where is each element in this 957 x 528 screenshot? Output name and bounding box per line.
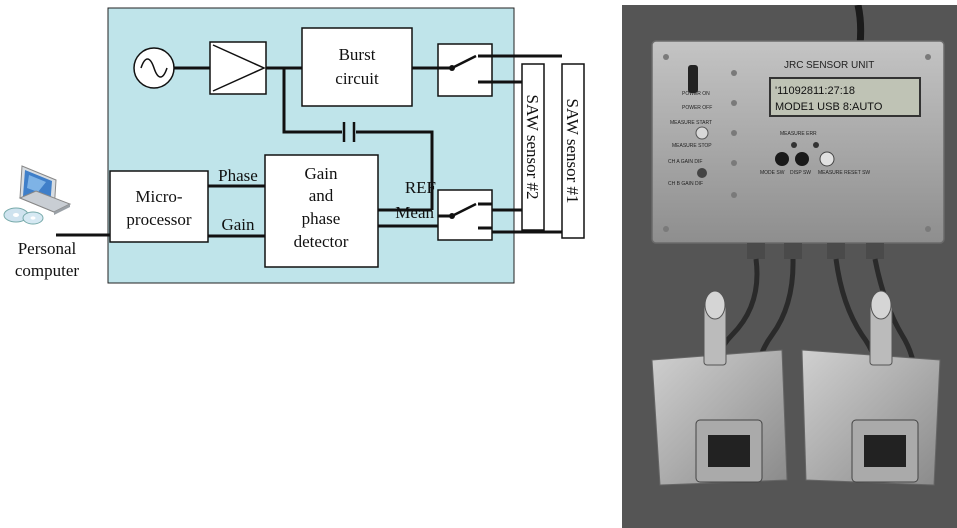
oscillator-icon [134,48,174,88]
microprocessor-label-line1: Micro- [135,187,183,206]
tx-switch-icon [438,44,492,96]
disp-sw-label: DISP SW [790,170,811,176]
measure-start-label: MEASURE START [670,120,712,126]
block-diagram: Burst circuit SAW sensor #2 SAW sensor #… [0,0,620,300]
ref-label: REF [405,178,436,197]
measure-stop-label: MEASURE STOP [672,143,712,149]
amplifier-icon [210,42,266,94]
saw-sensor-2-label: SAW sensor #2 [523,94,542,199]
burst-label-line1: Burst [339,45,376,64]
reset-sw-label: MEASURE RESET SW [818,170,870,176]
disp-button[interactable] [795,152,809,166]
rx-switch-icon [438,190,492,240]
lcd-line-2: MODE1 USB 8:AUTO [775,101,883,113]
measure-err-label: MEASURE ERR [780,131,817,137]
ch-b-label: CH B GAIN DIF [668,181,703,187]
gain-label: Gain [221,215,255,234]
sensor-unit-photo: JRC SENSOR UNIT '11092811:27:18 MODE1 US… [622,5,957,528]
measure-led [791,142,797,148]
mode-button[interactable] [775,152,789,166]
power-off-label: POWER OFF [682,105,712,111]
mode-sw-label: MODE SW [760,170,785,176]
computer-label-line2: computer [15,261,80,280]
lcd-line-1: '11092811:27:18 [775,85,855,97]
device-title: SENSOR UNIT [806,60,874,71]
saw-sensor-1-label: SAW sensor #1 [563,98,582,203]
ch-a-label: CH A GAIN DIF [668,159,702,165]
detector-label-line2: and [309,186,334,205]
measure-button[interactable] [696,127,708,139]
mean-label: Mean [395,203,434,222]
burst-circuit-block [302,28,412,106]
detector-label-line1: Gain [304,164,338,183]
power-toggle-switch[interactable] [688,65,698,93]
usb-cable [858,5,861,45]
laptop-icon [20,166,70,215]
microprocessor-label-line2: processor [126,210,191,229]
detector-label-line4: detector [294,232,349,251]
phase-label: Phase [218,166,258,185]
computer-label-line1: Personal [18,239,77,258]
detector-label-line3: phase [302,209,341,228]
microprocessor-block [110,171,208,242]
brand-logo: JRC [784,60,803,71]
err-led [813,142,819,148]
cd-disc-icon [4,208,43,224]
ch-gain-knob[interactable] [697,168,707,178]
reset-button[interactable] [820,152,834,166]
power-on-label: POWER ON [682,91,710,97]
burst-label-line2: circuit [335,69,379,88]
